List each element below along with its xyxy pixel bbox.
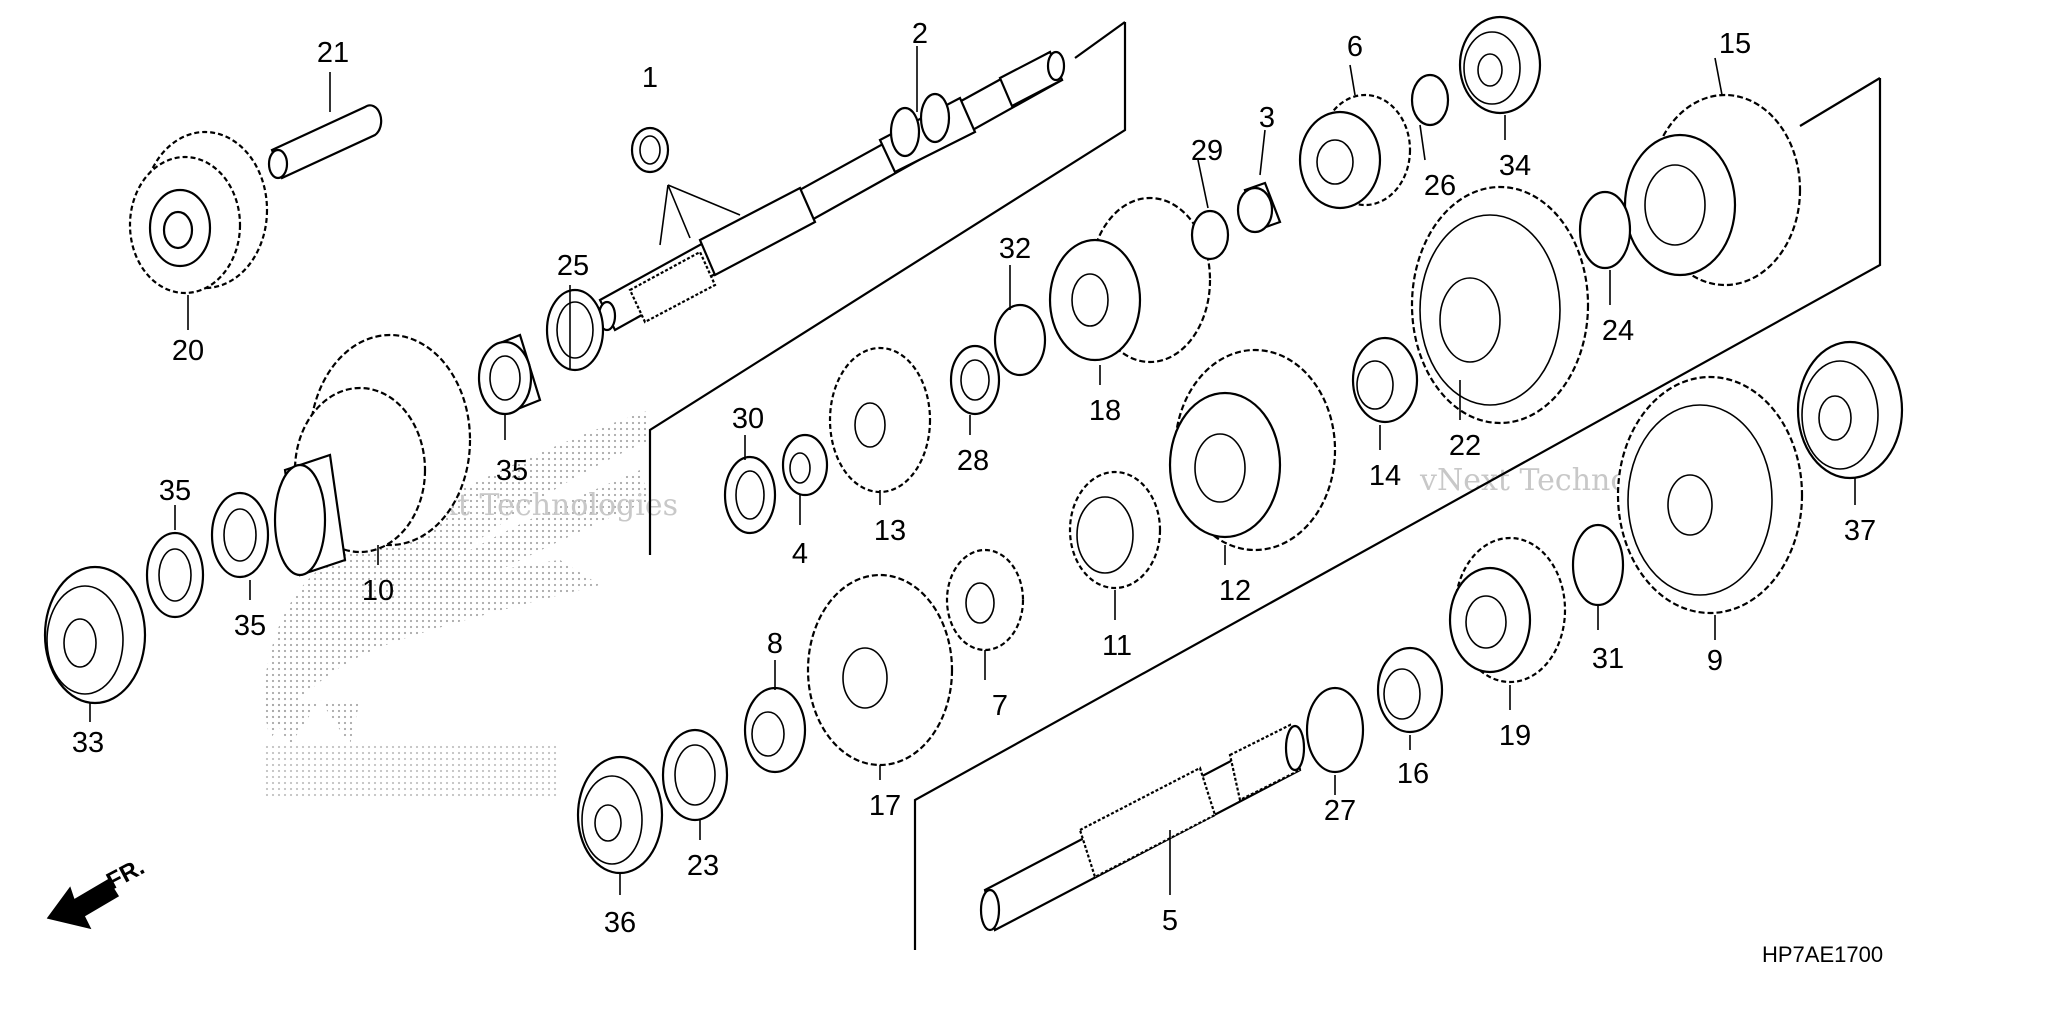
part-27-washer [1305, 686, 1365, 774]
label-18: 18 [1089, 395, 1121, 427]
label-16: 16 [1397, 758, 1429, 790]
part-20-gear [128, 130, 269, 295]
label-5: 5 [1162, 905, 1178, 937]
label-34: 34 [1499, 150, 1531, 182]
part-5-countershaft [979, 723, 1306, 932]
leader-1b [667, 184, 691, 239]
part-22-gear [1410, 185, 1590, 425]
part-3-bushing [1236, 181, 1282, 234]
label-27: 27 [1324, 795, 1356, 827]
diagram-code: HP7AE1700 [1762, 942, 1883, 967]
part-35-needle-bearing-top [477, 333, 542, 416]
part-15-gear [1623, 93, 1802, 287]
part-18-gear [1048, 196, 1212, 364]
label-7: 7 [992, 690, 1008, 722]
part-7-gear [945, 548, 1025, 652]
part-31-washer [1571, 523, 1625, 607]
label-23: 23 [687, 850, 719, 882]
part-12-gear [1168, 348, 1337, 552]
part-4-bushing [781, 433, 829, 497]
front-direction-arrow: FR. [46, 853, 149, 930]
label-8: 8 [767, 628, 783, 660]
label-9: 9 [1707, 645, 1723, 677]
countershaft-group-frame [913, 78, 1882, 950]
part-21-pin [267, 104, 383, 180]
label-4: 4 [792, 538, 808, 570]
part-33-ball-bearing [43, 565, 147, 705]
part-16-bushing [1376, 646, 1444, 734]
label-35-left: 35 [159, 475, 191, 507]
label-22: 22 [1449, 430, 1481, 462]
part-6-gear [1298, 93, 1412, 210]
label-19: 19 [1499, 720, 1531, 752]
label-28: 28 [957, 445, 989, 477]
part-35-needle-bearing-left [145, 531, 205, 619]
label-29: 29 [1191, 135, 1223, 167]
part-28-bearing [949, 344, 1001, 416]
label-1: 1 [642, 62, 658, 94]
part-17-gear [806, 573, 954, 767]
label-20: 20 [172, 335, 204, 367]
part-24-washer [1578, 190, 1632, 270]
label-24: 24 [1602, 315, 1634, 347]
label-37: 37 [1844, 515, 1876, 547]
part-37-ball-bearing [1796, 340, 1904, 480]
label-32: 32 [999, 233, 1031, 265]
label-10: 10 [362, 575, 394, 607]
part-32-circlip [993, 303, 1047, 377]
part-19-gear [1448, 536, 1567, 684]
label-35-right: 35 [234, 610, 266, 642]
part-1-washer [630, 126, 670, 174]
label-36: 36 [604, 907, 636, 939]
part-30-washer [723, 455, 777, 535]
label-6: 6 [1347, 31, 1363, 63]
part-labels: 1 2 3 4 5 6 7 8 9 10 11 12 13 14 15 16 1… [72, 18, 1876, 939]
label-15: 15 [1719, 28, 1751, 60]
label-25: 25 [557, 250, 589, 282]
part-23-washer [661, 728, 729, 822]
part-25-washer [545, 288, 605, 372]
frame-leader-2 [1074, 21, 1126, 59]
part-29-washer [1190, 209, 1230, 261]
frame-leader-15 [1799, 77, 1881, 127]
part-10-gear [273, 333, 472, 577]
label-21: 21 [317, 37, 349, 69]
label-26: 26 [1424, 170, 1456, 202]
part-9-gear [1616, 375, 1804, 615]
mainshaft-group-frame [648, 22, 1127, 555]
part-11-gear [1068, 470, 1162, 590]
part-26-washer [1410, 73, 1450, 127]
leader-1c [667, 184, 741, 216]
label-35-top: 35 [496, 455, 528, 487]
part-36-ball-bearing [576, 755, 664, 875]
part-8-bushing [743, 686, 807, 774]
part-35-needle-bearing-right [210, 491, 270, 579]
part-2-mainshaft [597, 50, 1066, 332]
label-14: 14 [1369, 460, 1401, 492]
label-17: 17 [869, 790, 901, 822]
leader-lines [89, 46, 1856, 895]
part-13-gear [828, 346, 932, 494]
label-3: 3 [1259, 102, 1275, 134]
leader-1a [659, 184, 669, 246]
label-12: 12 [1219, 575, 1251, 607]
label-33: 33 [72, 727, 104, 759]
label-2: 2 [912, 18, 928, 50]
honda-wing-logo [262, 410, 650, 800]
label-31: 31 [1592, 643, 1624, 675]
label-11: 11 [1102, 630, 1132, 662]
part-34-ball-bearing [1458, 15, 1542, 115]
label-30: 30 [732, 403, 764, 435]
part-14-bushing [1351, 336, 1419, 424]
label-13: 13 [874, 515, 906, 547]
